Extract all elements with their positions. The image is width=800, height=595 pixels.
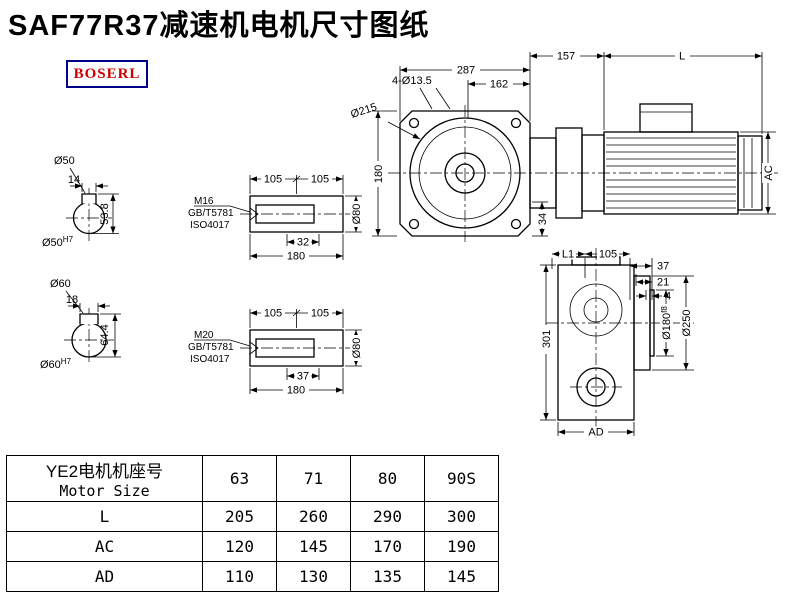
dim-34: 34 xyxy=(537,213,549,225)
bore-60-view: Ø60 18 64.4 Ø60H7 xyxy=(40,278,121,371)
L-90s: 300 xyxy=(424,501,499,532)
dim-AC: AC xyxy=(763,165,775,180)
bolt-hole xyxy=(510,218,522,230)
shaft-cylinder xyxy=(249,329,344,367)
table-row-AD: AD 110 130 135 145 xyxy=(6,561,499,592)
dim-105-a: 105 xyxy=(264,174,282,186)
std-iso: ISO4017 xyxy=(190,220,230,231)
side-flange-view: L1 105 37 21 4 301 Ø180f8 Ø250 AD xyxy=(540,248,694,439)
dim-37: 37 xyxy=(297,371,309,383)
dim-21: 21 xyxy=(657,277,669,289)
dim-dia-250: Ø250 xyxy=(681,310,693,337)
front-view: 157 L 287 162 4-Ø13.5 Ø215 180 34 AC xyxy=(349,50,780,242)
bore50-fit-label: Ø50H7 xyxy=(42,235,74,249)
dim-L1: L1 xyxy=(562,249,574,261)
row-label-AC: AC xyxy=(6,531,203,562)
L-71: 260 xyxy=(276,501,351,532)
dim-L: L xyxy=(679,51,685,63)
shaft-keyway xyxy=(255,338,315,358)
keyway-slot xyxy=(81,193,97,204)
thread-m16: M16 xyxy=(194,196,214,207)
size-80: 80 xyxy=(350,455,425,502)
header-cn: YE2电机机座号 xyxy=(45,462,164,481)
bore60-label: Ø60 xyxy=(50,278,71,290)
dim-37: 37 xyxy=(657,261,669,273)
dim-180: 180 xyxy=(287,385,305,397)
output-shaft-m16-view: 105 105 M16 GB/T5781 ISO4017 32 180 Ø80 xyxy=(188,173,363,263)
std-iso: ISO4017 xyxy=(190,354,230,365)
row-label-L: L xyxy=(6,501,203,532)
L-63: 205 xyxy=(202,501,277,532)
bolt-hole xyxy=(408,117,420,129)
AD-90s: 145 xyxy=(424,561,499,592)
AD-80: 135 xyxy=(350,561,425,592)
dim-105: 105 xyxy=(599,249,617,261)
bore60-fit-label: Ø60H7 xyxy=(40,357,72,371)
technical-drawing: 157 L 287 162 4-Ø13.5 Ø215 180 34 AC xyxy=(40,50,780,439)
page-title: SAF77R37减速机电机尺寸图纸 xyxy=(8,10,430,42)
dim-key-depth-53-8: 53.8 xyxy=(99,203,111,224)
dim-AD: AD xyxy=(588,427,603,439)
bolt-hole xyxy=(510,117,522,129)
header-en: Motor Size xyxy=(59,482,150,500)
gearbox-housing-front xyxy=(399,110,531,237)
motor-fins xyxy=(606,137,736,209)
AC-71: 145 xyxy=(276,531,351,562)
dim-105-b: 105 xyxy=(311,174,329,186)
AC-80: 170 xyxy=(350,531,425,562)
table-header-row: YE2电机机座号 Motor Size 63 71 80 90S xyxy=(6,455,499,502)
AC-63: 120 xyxy=(202,531,277,562)
dim-180: 180 xyxy=(287,251,305,263)
dim-dia-180: Ø180f8 xyxy=(660,306,673,340)
size-63: 63 xyxy=(202,455,277,502)
thread-m20: M20 xyxy=(194,330,214,341)
AC-90s: 190 xyxy=(424,531,499,562)
dim-162: 162 xyxy=(490,79,508,91)
dim-dia-80: Ø80 xyxy=(351,204,363,225)
bore50-label: Ø50 xyxy=(54,155,75,167)
keyway-slot xyxy=(79,313,99,325)
dim-301: 301 xyxy=(541,330,553,348)
dim-105-a: 105 xyxy=(264,308,282,320)
row-label-AD: AD xyxy=(6,561,203,592)
dim-180: 180 xyxy=(373,165,385,183)
shaft-cylinder xyxy=(249,195,344,233)
dim-157: 157 xyxy=(557,51,575,63)
AD-71: 130 xyxy=(276,561,351,592)
L-80: 290 xyxy=(350,501,425,532)
dim-key-width-14: 14 xyxy=(68,174,80,186)
dim-287: 287 xyxy=(457,65,475,77)
bolt-hole xyxy=(408,218,420,230)
dim-dia-80: Ø80 xyxy=(351,338,363,359)
motor-size-table: YE2电机机座号 Motor Size 63 71 80 90S L 205 2… xyxy=(6,455,499,592)
header-motor-size-cell: YE2电机机座号 Motor Size xyxy=(6,455,203,502)
dim-bolt-holes: 4-Ø13.5 xyxy=(392,75,432,87)
dim-105-b: 105 xyxy=(311,308,329,320)
std-gb: GB/T5781 xyxy=(188,208,234,219)
size-90s: 90S xyxy=(424,455,499,502)
boserl-logo: BOSERL xyxy=(66,60,148,88)
output-shaft-m20-view: 105 105 M20 GB/T5781 ISO4017 37 180 Ø80 xyxy=(188,307,363,397)
table-row-AC: AC 120 145 170 190 xyxy=(6,531,499,562)
AD-63: 110 xyxy=(202,561,277,592)
size-71: 71 xyxy=(276,455,351,502)
std-gb: GB/T5781 xyxy=(188,342,234,353)
dim-32: 32 xyxy=(297,237,309,249)
table-row-L: L 205 260 290 300 xyxy=(6,501,499,532)
terminal-box xyxy=(639,103,693,133)
bore-50-view: Ø50 14 53.8 Ø50H7 xyxy=(42,155,119,249)
logo-text: BOSERL xyxy=(73,65,141,82)
shaft-keyway xyxy=(255,204,315,224)
dim-key-depth-64-4: 64.4 xyxy=(99,324,111,345)
dim-key-width-18: 18 xyxy=(66,294,78,306)
